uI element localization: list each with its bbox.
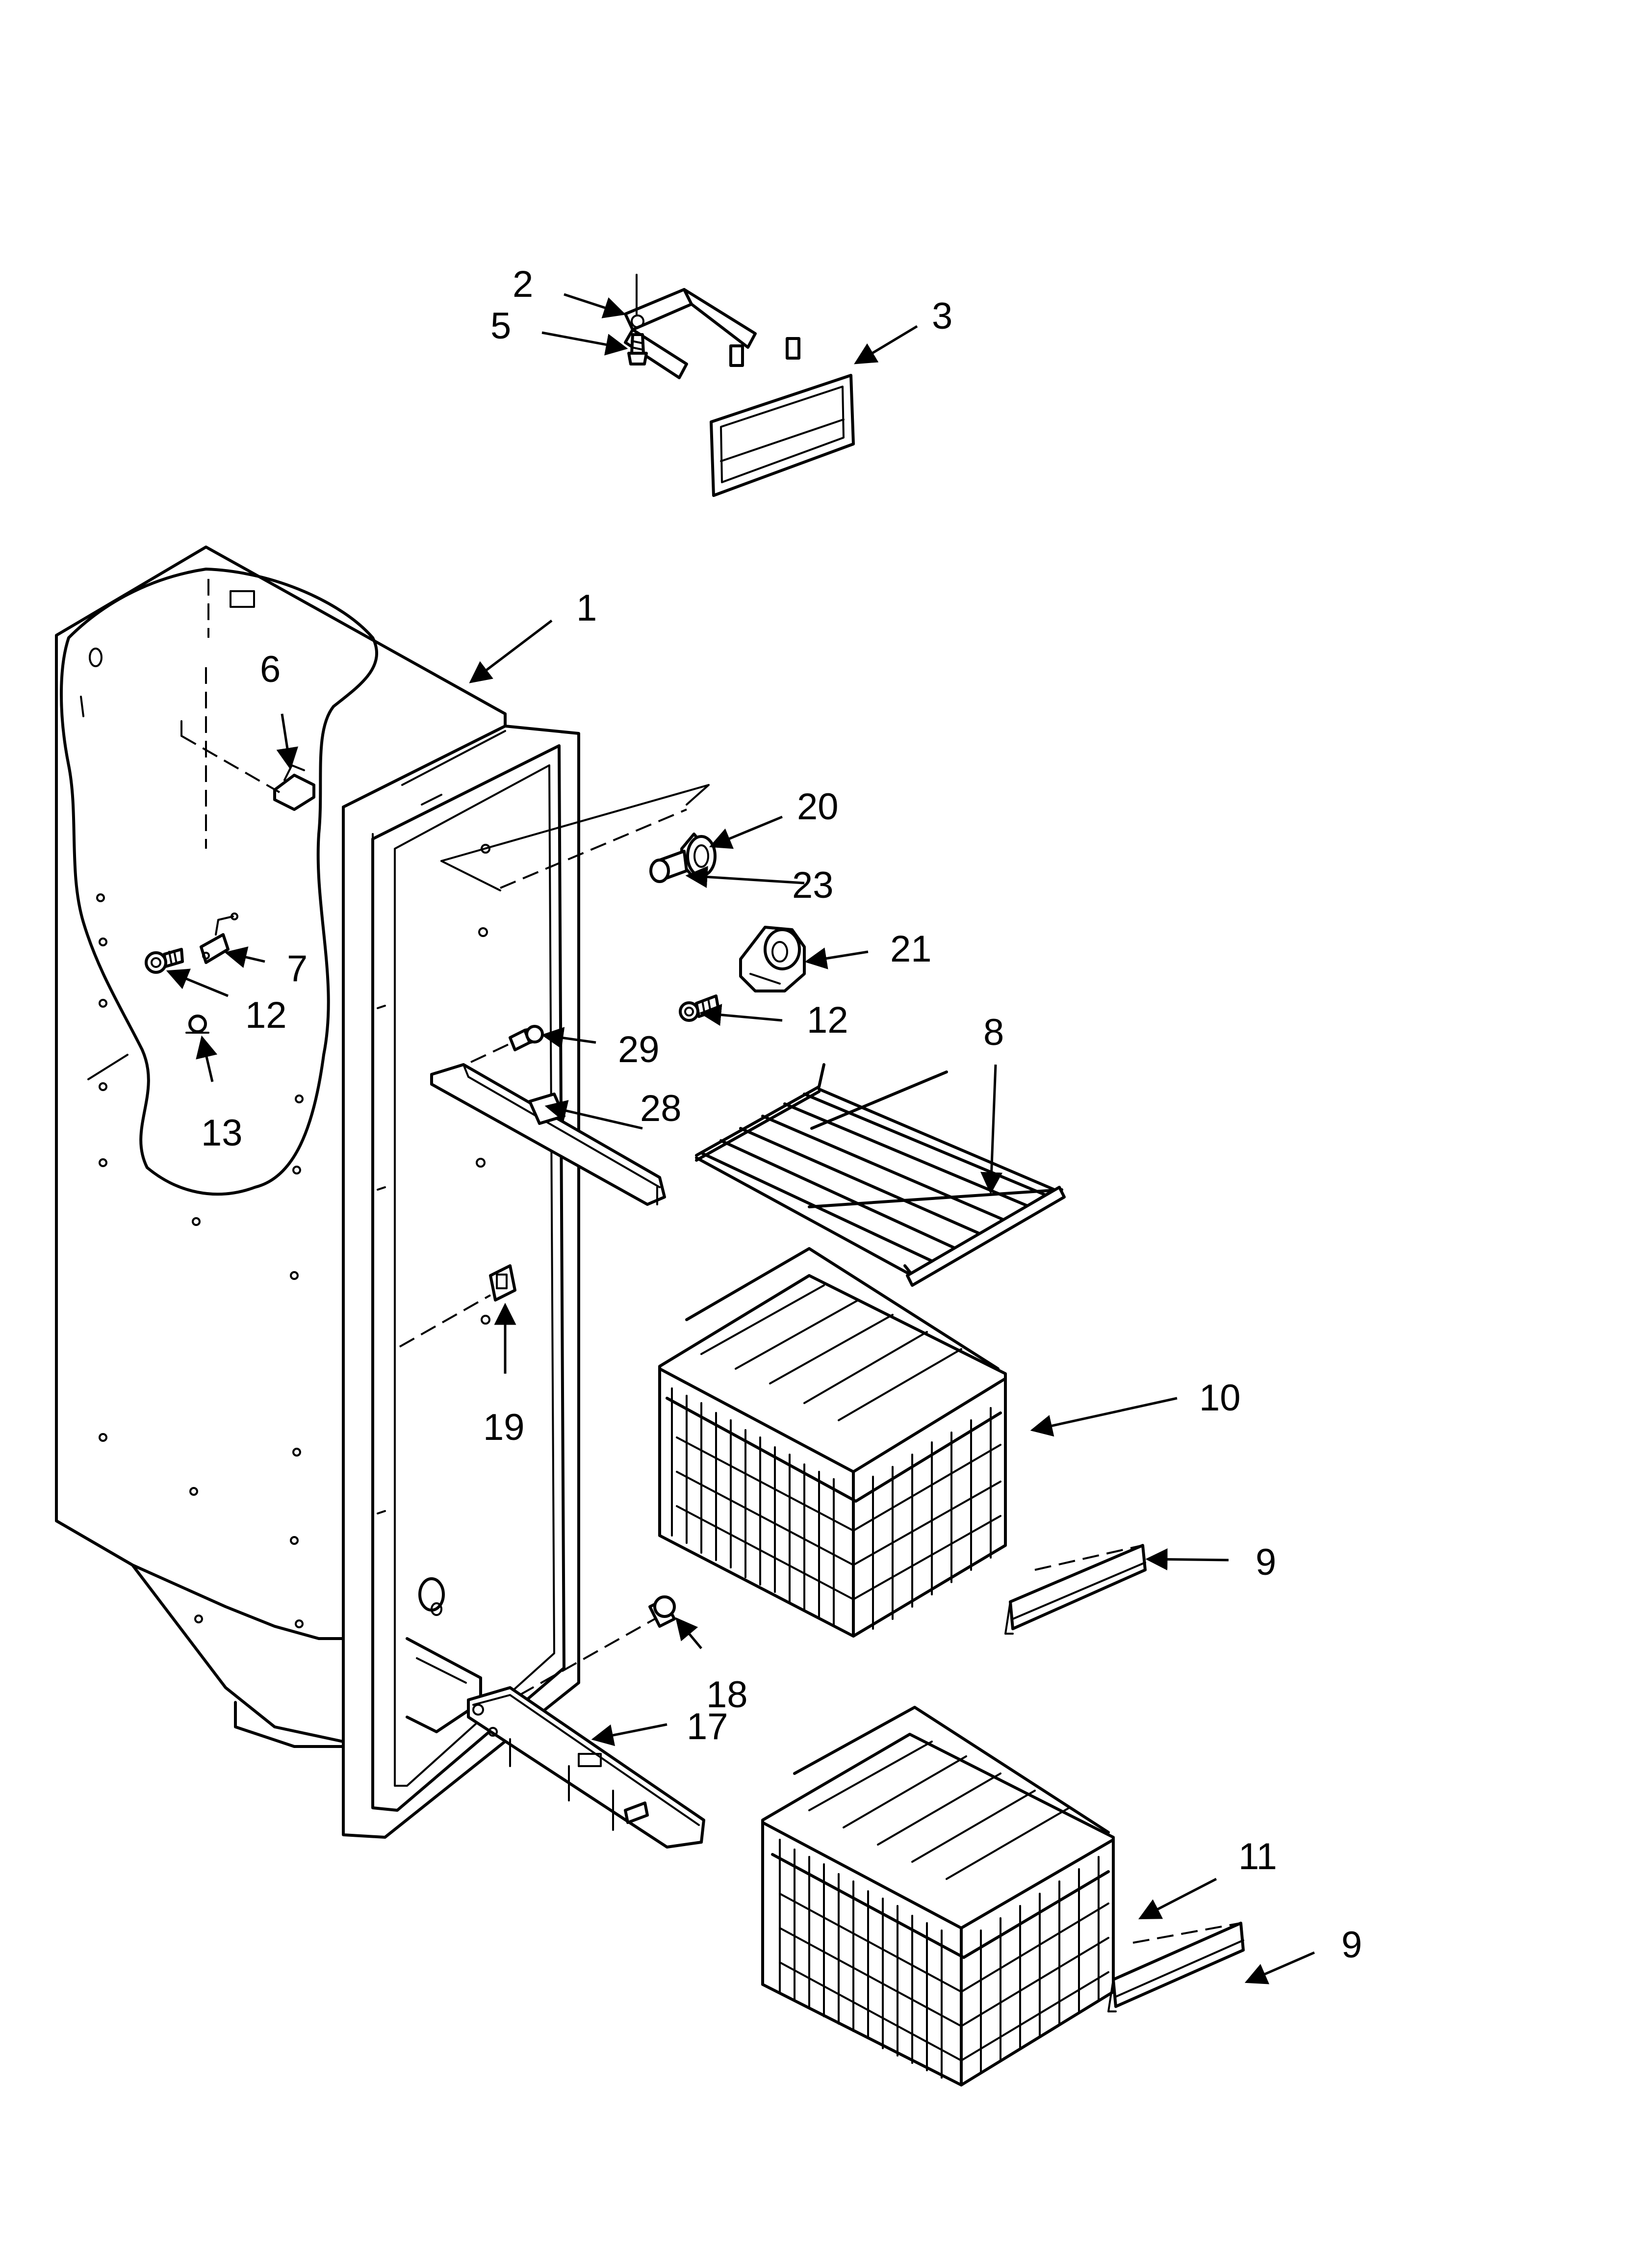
callout-7: 7 [287, 948, 308, 990]
callout-28: 28 [640, 1088, 682, 1129]
cabinet-holes [96, 893, 304, 1628]
callout-23: 23 [792, 864, 834, 906]
callout-5: 5 [490, 305, 511, 347]
part-12-screw-left [145, 948, 184, 974]
callout-17: 17 [687, 1706, 728, 1747]
callout-10: 10 [1199, 1377, 1241, 1419]
callout-11: 11 [1238, 1836, 1277, 1877]
part-11-lower-basket [761, 1706, 1115, 2086]
callout-19: 19 [483, 1407, 525, 1448]
part-12-screw-right [679, 994, 720, 1022]
callout-20: 20 [797, 786, 839, 828]
callout-1: 1 [576, 587, 597, 629]
part-18-screw [497, 1595, 676, 1708]
callout-13: 13 [201, 1112, 243, 1154]
callout-12-left: 12 [245, 994, 287, 1036]
callout-8: 8 [983, 1012, 1004, 1053]
part-8-wire-shelf [695, 1063, 1066, 1287]
callout-labels: 2 5 3 1 6 7 12 13 20 23 21 12 29 28 8 19… [201, 263, 1362, 1966]
part-13-plug [185, 1015, 209, 1034]
callout-18: 18 [706, 1674, 748, 1716]
callout-2: 2 [513, 263, 533, 305]
callout-9-upper: 9 [1256, 1541, 1276, 1583]
part-21-lamp-housing [739, 926, 806, 992]
part-10-upper-basket [658, 1247, 1007, 1638]
part-9-slide-lower [1107, 1922, 1245, 2012]
part-19-switch [399, 1264, 516, 1348]
part-1-freezer-cabinet [55, 546, 580, 1839]
part-3-hinge-cover [710, 337, 855, 497]
part-17-bottom-trim [467, 1686, 705, 1849]
callout-12-right: 12 [807, 999, 848, 1041]
part-6-clip [180, 720, 315, 811]
callout-29: 29 [618, 1029, 660, 1070]
callout-9-lower: 9 [1341, 1924, 1362, 1966]
light-shield-plate [440, 784, 710, 891]
part-23-light-bulb [649, 850, 688, 883]
leader-lines [166, 293, 1315, 1984]
part-9-slide-upper [1004, 1544, 1147, 1635]
callout-6: 6 [260, 649, 281, 690]
part-5-screw [627, 333, 648, 365]
callout-3: 3 [932, 295, 952, 337]
callout-21: 21 [890, 928, 932, 970]
